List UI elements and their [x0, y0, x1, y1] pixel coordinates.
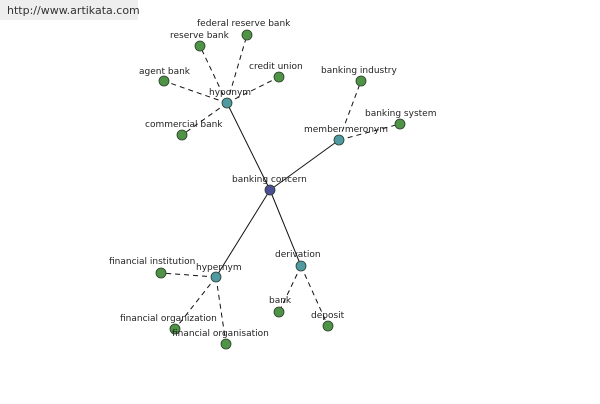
node-reserve-bank[interactable]: reserve bank [170, 31, 230, 52]
node-hypernym[interactable]: hypernym [196, 263, 242, 283]
node-financial-organization[interactable]: financial organization [120, 314, 217, 335]
node-federal-reserve-bank[interactable]: federal reserve bank [197, 19, 291, 41]
edge-hyponym-to-federal-reserve-bank [226, 34, 248, 104]
node-dot-hyponym[interactable] [221, 97, 233, 109]
edge-banking-concern-to-member-meronym [269, 139, 340, 191]
edge-hypernym-to-financial-organisation [215, 276, 227, 345]
node-label-hypernym[interactable]: hypernym [196, 263, 242, 273]
edge-banking-concern-to-derivation [269, 189, 302, 267]
nodes-layer: banking concern hyponym member meronym hype… [109, 19, 436, 350]
node-label-banking-system[interactable]: banking system [365, 109, 436, 119]
node-label-bank[interactable]: bank [269, 296, 292, 306]
node-dot-financial-organisation[interactable] [220, 338, 232, 350]
node-dot-federal-reserve-bank[interactable] [241, 29, 253, 41]
edges-layer [160, 34, 401, 345]
node-financial-organisation[interactable]: financial organisation [172, 329, 269, 350]
node-dot-deposit[interactable] [322, 320, 334, 332]
edge-banking-concern-to-hypernym [215, 189, 271, 278]
node-dot-member-meronym[interactable] [333, 134, 345, 146]
node-label-agent-bank[interactable]: agent bank [139, 67, 191, 77]
node-label-financial-organisation[interactable]: financial organisation [172, 329, 269, 339]
node-label-reserve-bank[interactable]: reserve bank [170, 31, 230, 41]
node-label-member-meronym[interactable]: member meronym [304, 125, 388, 135]
edge-hyponym-to-commercial-bank [181, 102, 228, 136]
edge-derivation-to-deposit [300, 265, 329, 327]
node-label-financial-institution[interactable]: financial institution [109, 257, 195, 267]
node-dot-bank[interactable] [273, 306, 285, 318]
node-hyponym[interactable]: hyponym [209, 88, 251, 109]
node-dot-financial-organization[interactable] [169, 323, 181, 335]
node-commercial-bank[interactable]: commercial bank [145, 120, 223, 141]
node-label-banking-concern[interactable]: banking concern [232, 175, 307, 185]
node-label-banking-industry[interactable]: banking industry [321, 66, 397, 76]
edge-member-meronym-to-banking-system [338, 123, 401, 141]
node-dot-hypernym[interactable] [210, 271, 222, 283]
edge-hyponym-to-reserve-bank [199, 45, 228, 104]
node-label-federal-reserve-bank[interactable]: federal reserve bank [197, 19, 291, 29]
node-label-hyponym[interactable]: hyponym [209, 88, 251, 98]
node-label-credit-union[interactable]: credit union [249, 62, 303, 72]
node-dot-agent-bank[interactable] [158, 75, 170, 87]
edge-banking-concern-to-hyponym [226, 102, 271, 191]
source-url-link[interactable]: http://www.artikata.com [7, 4, 140, 17]
header-bar: http://www.artikata.com [0, 0, 140, 20]
node-dot-commercial-bank[interactable] [176, 129, 188, 141]
node-label-deposit[interactable]: deposit [311, 311, 345, 321]
node-label-financial-organization[interactable]: financial organization [120, 314, 217, 324]
node-dot-financial-institution[interactable] [155, 267, 167, 279]
edge-hyponym-to-agent-bank [163, 80, 228, 104]
node-agent-bank[interactable]: agent bank [139, 67, 191, 87]
node-banking-concern[interactable]: banking concern [232, 175, 307, 196]
node-deposit[interactable]: deposit [311, 311, 345, 332]
node-dot-banking-concern[interactable] [264, 184, 276, 196]
node-label-commercial-bank[interactable]: commercial bank [145, 120, 223, 130]
node-credit-union[interactable]: credit union [249, 62, 303, 83]
edge-hyponym-to-credit-union [226, 76, 280, 104]
node-label-derivation[interactable]: derivation [275, 250, 321, 260]
edge-hypernym-to-financial-organization [174, 276, 217, 330]
node-dot-banking-system[interactable] [394, 118, 406, 130]
node-dot-derivation[interactable] [295, 260, 307, 272]
edge-hypernym-to-financial-institution [160, 272, 217, 278]
node-banking-system[interactable]: banking system [365, 109, 436, 130]
node-dot-reserve-bank[interactable] [194, 40, 206, 52]
edge-member-meronym-to-banking-industry [338, 80, 362, 141]
node-derivation[interactable]: derivation [275, 250, 321, 272]
node-financial-institution[interactable]: financial institution [109, 257, 195, 279]
node-banking-industry[interactable]: banking industry [321, 66, 397, 87]
node-dot-banking-industry[interactable] [355, 75, 367, 87]
node-dot-credit-union[interactable] [273, 71, 285, 83]
node-member-meronym[interactable]: member meronym [304, 125, 388, 146]
node-bank[interactable]: bank [269, 296, 292, 318]
